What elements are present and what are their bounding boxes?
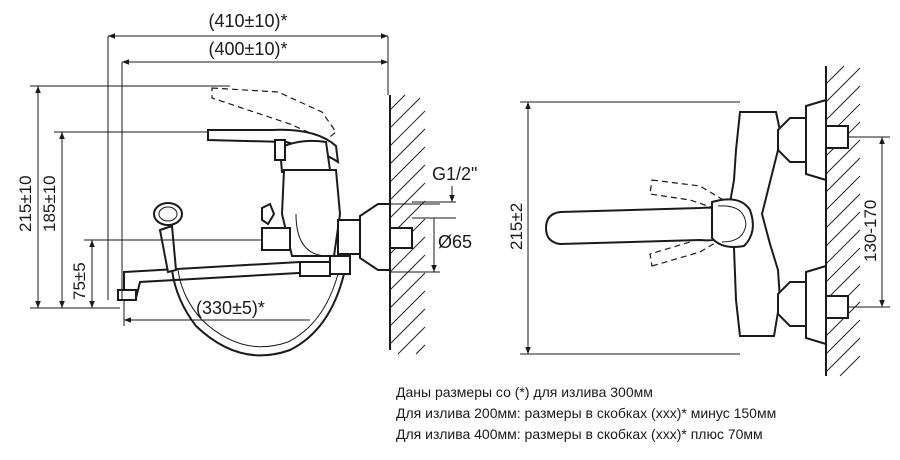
front-view: (410±10)* (400±10)* (330±5)* 215±10 185±… xyxy=(16,11,477,357)
note-line: Даны размеры со (*) для излива 300мм xyxy=(396,384,653,400)
dimension-notes: Даны размеры со (*) для излива 300мм Для… xyxy=(396,382,776,445)
diverter-knob xyxy=(261,202,276,226)
handle-hub-inner xyxy=(717,205,747,243)
handle-raised-outline xyxy=(211,87,337,141)
upper-nut-side xyxy=(777,117,807,163)
dim-spout-reach-text: (330±5)* xyxy=(196,298,265,318)
dimension-side-height: 215±2 xyxy=(507,101,740,355)
dim-spout-height-text: 75±5 xyxy=(70,262,89,300)
shower-hose-inner xyxy=(177,269,339,348)
shower-outlet xyxy=(329,255,351,275)
aerator xyxy=(117,289,137,301)
shower-head-face xyxy=(158,206,178,222)
handle-hub-side xyxy=(711,198,754,248)
dim-total-height-text: 215±10 xyxy=(16,175,35,232)
spout xyxy=(123,261,317,299)
dim-body-width-text: (400±10)* xyxy=(209,39,288,59)
side-view: 215±2 130-170 xyxy=(507,65,890,377)
wall-flange-front xyxy=(359,203,391,271)
upper-fitting-side xyxy=(825,125,849,149)
shower-hose xyxy=(171,269,345,357)
dimension-total-height: 215±10 xyxy=(16,85,230,309)
diverter-housing xyxy=(261,227,291,251)
upper-flange-side xyxy=(805,98,827,182)
note-line: Для излива 400мм: размеры в скобках (xxx… xyxy=(396,426,763,442)
dim-total-width-text: (410±10)* xyxy=(209,11,288,31)
body-contour xyxy=(295,213,329,257)
dimension-body-width: (400±10)* xyxy=(121,36,389,300)
dimension-spout-reach: (330±5)* xyxy=(123,298,310,326)
dim-eccentric-range-text: 130-170 xyxy=(861,200,880,262)
lower-nut-side xyxy=(777,281,807,327)
dim-side-height-text: 215±2 xyxy=(507,203,526,250)
eccentric-fitting xyxy=(389,227,413,249)
dimension-eccentric-range: 130-170 xyxy=(848,136,890,308)
dimension-total-width: (410±10)* xyxy=(107,11,388,300)
spout-connector xyxy=(299,261,331,277)
dim-thread-text: G1/2" xyxy=(432,164,477,184)
shower-holder xyxy=(158,224,178,274)
union-nut-front xyxy=(337,219,361,255)
dimension-handle-height: 185±10 xyxy=(40,131,208,308)
lever-handle-side xyxy=(544,206,731,246)
dimension-thread: G1/2" xyxy=(412,164,477,219)
dim-handle-height-text: 185±10 xyxy=(40,175,59,232)
dim-flange-diameter-text: Ø65 xyxy=(438,232,472,252)
lower-flange-side xyxy=(805,264,827,346)
lower-fitting-side xyxy=(825,295,849,319)
handle-cap xyxy=(274,139,286,161)
dimension-spout-height: 75±5 xyxy=(70,239,262,308)
shower-head xyxy=(153,202,183,226)
note-line: Для излива 200мм: размеры в скобках (xxx… xyxy=(396,405,777,421)
wall-hatching-side xyxy=(825,65,861,377)
dimension-flange-diameter: Ø65 xyxy=(390,203,472,273)
handle-position-down xyxy=(649,227,732,267)
wall-hatching-front xyxy=(389,94,426,355)
handle-cartridge xyxy=(278,139,332,174)
